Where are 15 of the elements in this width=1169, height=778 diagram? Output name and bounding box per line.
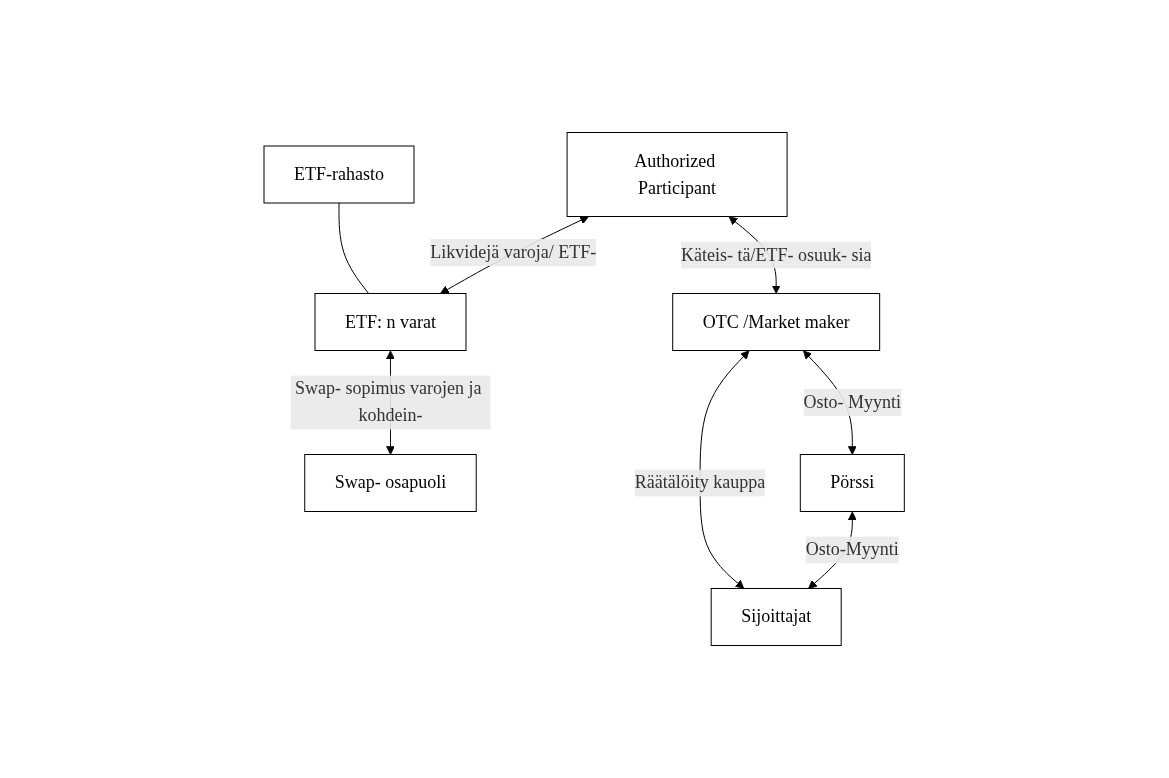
- edge-label: Swap- sopimus varojen ja kohdein-: [295, 378, 482, 426]
- node-box: Authorized Participant: [566, 132, 788, 217]
- node-box: Sijoittajat: [711, 588, 843, 646]
- node-box: Swap- osapuoli: [304, 454, 478, 512]
- edge-label: Osto-Myynti: [806, 539, 900, 560]
- node-box: OTC /Market maker: [672, 293, 881, 351]
- edge-label: Likvidejä varoja/ ETF-: [430, 241, 597, 262]
- node-box: ETF: n varat: [314, 293, 467, 351]
- edge-label: Käteis- tä/ETF- osuuk- sia: [681, 244, 872, 265]
- edge-label: Osto- Myynti: [803, 392, 902, 412]
- connector: [338, 202, 370, 294]
- arrow: [699, 350, 750, 589]
- node-box: ETF-rahasto: [263, 145, 415, 204]
- edge-label: Räätälöity kauppa: [635, 472, 766, 493]
- node-box: Pörssi: [800, 454, 906, 512]
